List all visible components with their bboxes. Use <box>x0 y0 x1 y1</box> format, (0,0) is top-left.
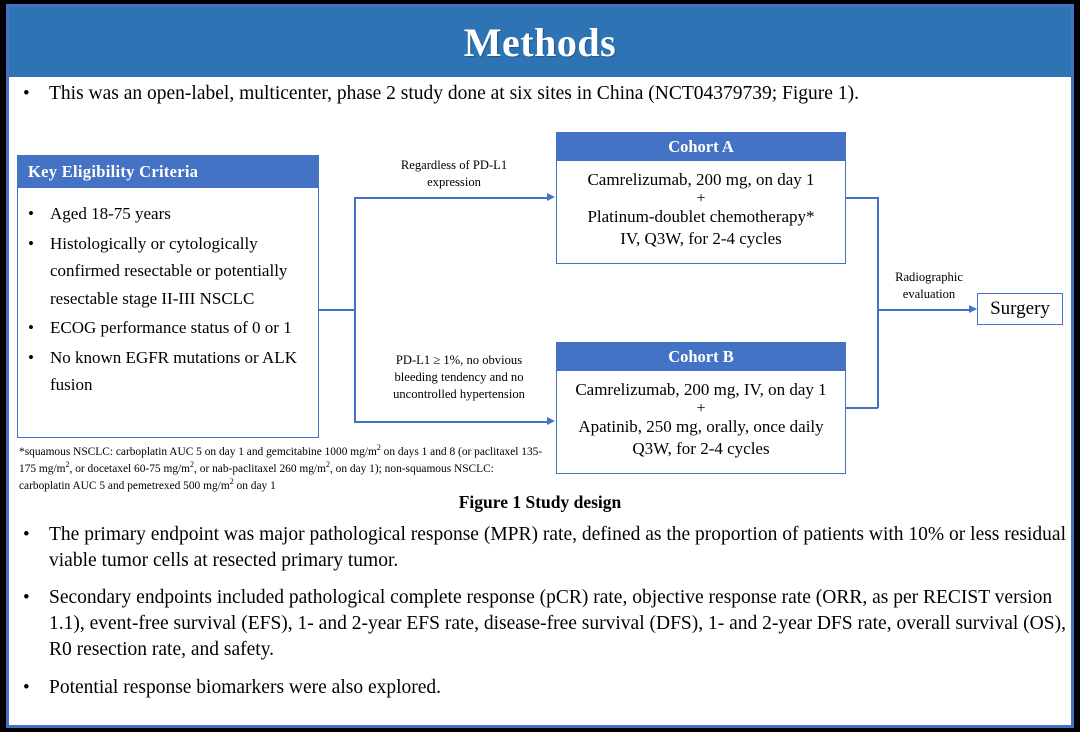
connector-label-top-line1: Regardless of PD-L1 <box>400 158 508 172</box>
list-item: • This was an open-label, multicenter, p… <box>23 81 1063 107</box>
list-item: • ECOG performance status of 0 or 1 <box>28 314 310 342</box>
primary-endpoint-text: The primary endpoint was major pathologi… <box>49 524 1066 571</box>
bullet-dot-icon: • <box>23 676 30 698</box>
connector-line-to-cohort-b <box>354 421 548 423</box>
cohort-a-box: Cohort A Camrelizumab, 200 mg, on day 1 … <box>556 132 846 264</box>
study-design-figure: Key Eligibility Criteria • Aged 18-75 ye… <box>9 117 1071 512</box>
list-item: • Aged 18-75 years <box>28 200 310 228</box>
list-item: • Potential response biomarkers were als… <box>23 675 1067 701</box>
list-item: • Histologically or cytologically confir… <box>28 230 310 313</box>
bullet-dot-icon: • <box>23 83 30 104</box>
connector-label-right: Radiographic evaluation <box>881 269 977 303</box>
connector-label-top-line2: expression <box>427 175 481 189</box>
lead-bullet-text: This was an open-label, multicenter, pha… <box>49 83 859 104</box>
cohort-a-body: Camrelizumab, 200 mg, on day 1 + Platinu… <box>557 161 845 250</box>
lead-bullet: • This was an open-label, multicenter, p… <box>23 81 1063 107</box>
bullet-dot-icon: • <box>28 347 34 367</box>
footnote-sup: 2 <box>325 460 330 470</box>
footnote-seg-2: on days 1 and 8 (or paclitaxel 135-175 m… <box>19 445 543 475</box>
endpoints-bullet-list: • The primary endpoint was major patholo… <box>23 522 1067 712</box>
arrow-head-cohort-b-icon <box>547 417 555 425</box>
cohort-a-line-2: Platinum-doublet chemotherapy* <box>587 207 815 227</box>
list-item: • Secondary endpoints included pathologi… <box>23 585 1067 662</box>
connector-label-right-line1: Radiographic <box>895 270 963 284</box>
connector-line-elig-out <box>319 309 355 311</box>
cohort-b-header: Cohort B <box>557 343 845 371</box>
eligibility-item-ecog: ECOG performance status of 0 or 1 <box>50 318 292 338</box>
surgery-label: Surgery <box>990 298 1050 319</box>
footnote-sup: 2 <box>190 460 195 470</box>
connector-label-top: Regardless of PD-L1 expression <box>364 157 544 191</box>
footnote-sup: 2 <box>376 443 381 452</box>
cohort-b-plus: + <box>696 400 706 418</box>
connector-label-bottom-line1: PD-L1 ≥ 1%, no obvious <box>395 353 523 367</box>
connector-label-bottom-line2: bleeding tendency and no <box>394 370 524 384</box>
connector-label-bottom-line3: uncontrolled hypertension <box>393 387 525 401</box>
cohort-b-box: Cohort B Camrelizumab, 200 mg, IV, on da… <box>556 342 846 474</box>
footnote-sup: 2 <box>229 477 234 487</box>
cohort-b-line-2: Apatinib, 250 mg, orally, once daily <box>578 417 824 437</box>
cohort-a-header: Cohort A <box>557 133 845 161</box>
footnote-seg-6: on day 1 <box>233 479 276 492</box>
eligibility-box-header: Key Eligibility Criteria <box>18 156 318 188</box>
bullet-dot-icon: • <box>28 204 34 223</box>
footnote-seg-4: , or nab-paclitaxel 260 mg/m <box>194 462 326 475</box>
footnote-seg-1: *squamous NSCLC: carboplatin AUC 5 on da… <box>19 445 377 458</box>
figure-caption: Figure 1 Study design <box>458 492 622 512</box>
connector-label-right-line2: evaluation <box>902 287 956 301</box>
chemotherapy-footnote: *squamous NSCLC: carboplatin AUC 5 on da… <box>19 443 547 494</box>
eligibility-item-mutations: No known EGFR mutations or ALK fusion <box>50 347 297 395</box>
cohort-b-line-3: Q3W, for 2-4 cycles <box>632 439 770 459</box>
page-title: Methods <box>463 19 617 65</box>
connector-line-split-vertical <box>354 197 356 422</box>
cohort-a-plus: + <box>696 190 706 208</box>
connector-line-merge-vertical <box>877 197 879 408</box>
footnote-seg-5: , on day 1); non-squamous NSCLC: carbopl… <box>19 462 494 492</box>
cohort-a-line-1: Camrelizumab, 200 mg, on day 1 <box>587 170 815 189</box>
connector-label-bottom: PD-L1 ≥ 1%, no obvious bleeding tendency… <box>364 352 554 403</box>
list-item: • The primary endpoint was major patholo… <box>23 522 1067 573</box>
eligibility-criteria-list: • Aged 18-75 years • Histologically or c… <box>18 188 318 407</box>
connector-line-cohort-a-out <box>846 197 878 199</box>
connector-line-cohort-b-out <box>846 407 878 409</box>
footnote-sup: 2 <box>65 460 70 470</box>
connector-line-to-surgery <box>877 309 972 311</box>
eligibility-item-histology: Histologically or cytologically confirme… <box>50 233 288 308</box>
biomarkers-text: Potential response biomarkers were also … <box>49 676 442 698</box>
list-item: • No known EGFR mutations or ALK fusion <box>28 344 310 399</box>
arrow-head-surgery-icon <box>969 305 977 313</box>
bullet-dot-icon: • <box>28 233 34 253</box>
eligibility-item-age: Aged 18-75 years <box>50 204 171 223</box>
slide-frame: Methods • This was an open-label, multic… <box>6 4 1074 728</box>
eligibility-criteria-box: Key Eligibility Criteria • Aged 18-75 ye… <box>17 155 319 438</box>
bullet-dot-icon: • <box>28 318 34 338</box>
connector-line-to-cohort-a <box>354 197 548 199</box>
cohort-b-line-1: Camrelizumab, 200 mg, IV, on day 1 <box>575 380 827 399</box>
footnote-seg-3: , or docetaxel 60-75 mg/m <box>69 462 191 475</box>
bullet-dot-icon: • <box>23 587 30 609</box>
arrow-head-cohort-a-icon <box>547 193 555 201</box>
cohort-b-body: Camrelizumab, 200 mg, IV, on day 1 + Apa… <box>557 371 845 460</box>
surgery-box: Surgery <box>977 293 1063 325</box>
bullet-dot-icon: • <box>23 524 30 545</box>
slide-title-bar: Methods <box>9 7 1071 77</box>
secondary-endpoints-text: Secondary endpoints included pathologica… <box>49 587 1066 660</box>
cohort-a-line-3: IV, Q3W, for 2-4 cycles <box>620 229 782 249</box>
